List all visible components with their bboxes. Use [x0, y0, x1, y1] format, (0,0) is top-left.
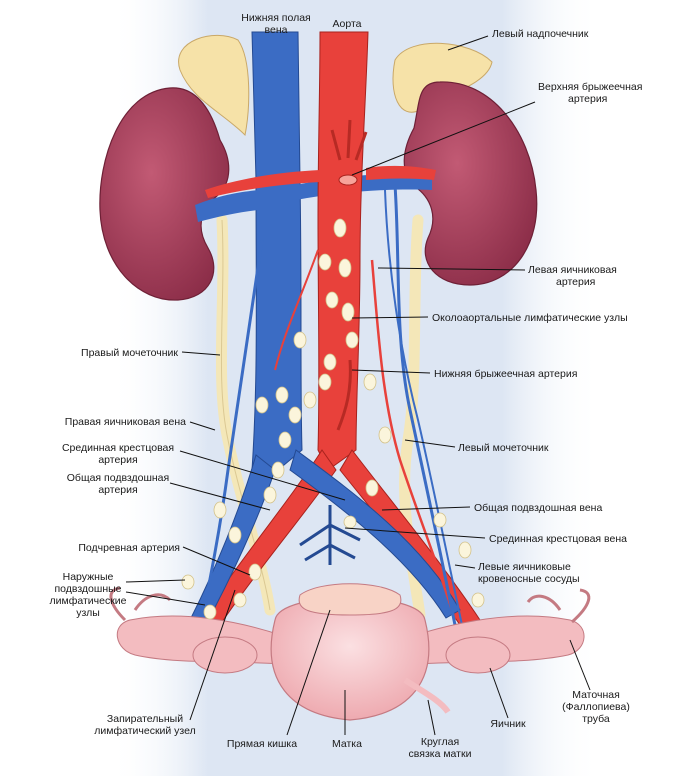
right-fimbriae: [109, 586, 172, 622]
label-common-iliac-artery-2: артерия: [98, 484, 137, 496]
label-round-ligament-1: Круглая: [421, 736, 459, 748]
right-renal-vein: [195, 190, 258, 222]
label-ivc-1: Нижняя полая: [241, 12, 311, 24]
label-uterine-tube-1: Маточная: [572, 689, 620, 701]
median-sacral-vein: [299, 505, 361, 565]
label-median-sacral-artery-1: Срединная крестцовая: [62, 442, 174, 454]
label-external-iliac-nodes-3: лимфатические: [50, 595, 127, 607]
left-ovary: [445, 636, 511, 674]
right-adrenal: [178, 34, 250, 137]
label-inferior-mesenteric: Нижняя брыжеечная артерия: [434, 368, 577, 380]
label-obturator-node-2: лимфатический узел: [94, 725, 196, 737]
label-paraaortic-nodes: Околоаортальные лимфатические узлы: [432, 312, 628, 324]
right-ovary: [192, 636, 258, 674]
label-rectum: Прямая кишка: [227, 738, 297, 750]
label-uterine-tube-2: (Фаллопиева): [562, 701, 630, 713]
label-median-sacral-vein: Срединная крестцовая вена: [489, 533, 627, 545]
left-fimbriae: [526, 588, 591, 624]
left-kidney: [403, 81, 538, 286]
right-small-artery: [274, 249, 319, 371]
label-aorta: Аорта: [333, 18, 362, 30]
round-ligament: [403, 677, 451, 714]
right-renal-artery: [205, 170, 320, 198]
label-uterine-tube-3: труба: [582, 713, 610, 725]
label-ovary: Яичник: [490, 718, 526, 730]
rectum: [298, 583, 402, 616]
right-kidney: [99, 87, 230, 301]
label-hypogastric-artery: Подчревная артерия: [78, 542, 180, 554]
celiac-branches: [330, 119, 368, 161]
label-common-iliac-vein: Общая подвздошная вена: [474, 502, 602, 514]
label-obturator-node-1: Запирательный: [107, 713, 183, 725]
label-left-ureter: Левый мочеточник: [458, 442, 549, 454]
label-median-sacral-artery-2: артерия: [98, 454, 137, 466]
label-left-adrenal: Левый надпочечник: [492, 28, 589, 40]
label-ivc-2: вена: [265, 24, 288, 36]
label-left-ovarian-artery-1: Левая яичниковая: [528, 264, 617, 276]
label-left-ovarian-artery-2: артерия: [556, 276, 595, 288]
label-superior-mesenteric-2: артерия: [568, 93, 607, 105]
left-ovarian-vein: [393, 184, 457, 626]
left-ovarian-artery: [370, 259, 457, 621]
left-ovarian-vein-2: [384, 189, 463, 626]
label-left-ovarian-vessels-1: Левые яичниковые: [478, 561, 571, 573]
label-right-ovarian-vein: Правая яичниковая вена: [65, 416, 186, 428]
label-left-ovarian-vessels-2: кровеносные сосуды: [478, 573, 580, 585]
right-ovarian-vein: [198, 239, 264, 631]
label-external-iliac-nodes-2: подвздошные: [54, 583, 121, 595]
left-renal-artery: [366, 165, 436, 180]
pointer-lines: [125, 35, 591, 736]
label-external-iliac-nodes-4: узлы: [76, 607, 100, 619]
label-superior-mesenteric-1: Верхняя брыжеечная: [538, 81, 642, 93]
uterus: [270, 597, 430, 721]
lymph-nodes: [181, 218, 485, 620]
label-external-iliac-nodes-1: Наружные: [63, 571, 114, 583]
label-right-ureter: Правый мочеточник: [81, 347, 178, 359]
label-common-iliac-artery-1: Общая подвздошная: [67, 472, 169, 484]
label-round-ligament-2: связка матки: [409, 748, 472, 760]
inferior-mesenteric-artery: [336, 359, 352, 431]
superior-mesenteric-stump: [338, 174, 358, 186]
left-adrenal: [392, 42, 493, 113]
label-uterus: Матка: [332, 738, 362, 750]
